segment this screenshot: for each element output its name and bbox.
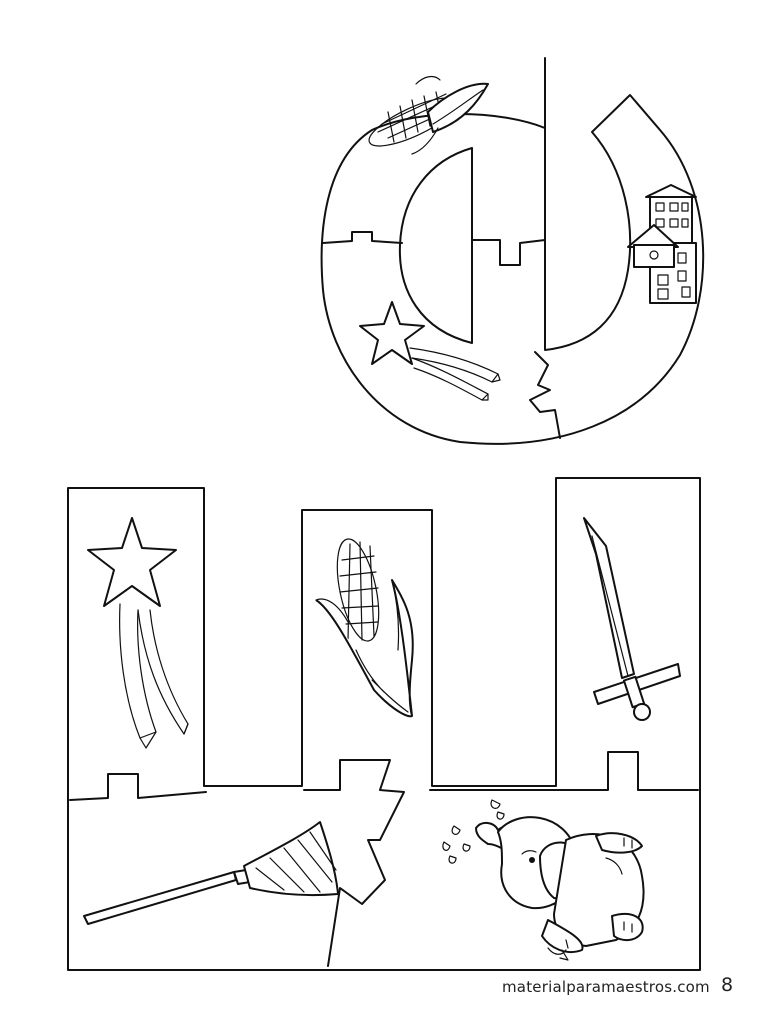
page-number: 8 [721, 974, 734, 996]
uppercase-m-letter [67, 477, 701, 971]
puzzle-cut [322, 231, 403, 244]
puzzle-cut [529, 351, 561, 439]
puzzle-cut [471, 239, 546, 266]
footer-site-name: materialparamaestros.com [502, 978, 710, 996]
puzzle-cut [429, 751, 699, 791]
elephant-icon [442, 799, 645, 961]
lowercase-a-outline [320, 57, 705, 445]
shooting-star-icon [359, 301, 501, 401]
puzzle-cut [69, 773, 207, 801]
shooting-star-icon [87, 517, 189, 749]
corn-icon [315, 538, 414, 718]
lowercase-a-letter [320, 57, 705, 445]
lowercase-a-counter [398, 147, 473, 344]
sword-icon [583, 517, 681, 721]
uppercase-m-outline [67, 477, 701, 971]
corn-icon [368, 75, 489, 155]
broom-icon [83, 821, 339, 925]
house-icon [627, 184, 697, 304]
puzzle-cut [303, 759, 405, 967]
